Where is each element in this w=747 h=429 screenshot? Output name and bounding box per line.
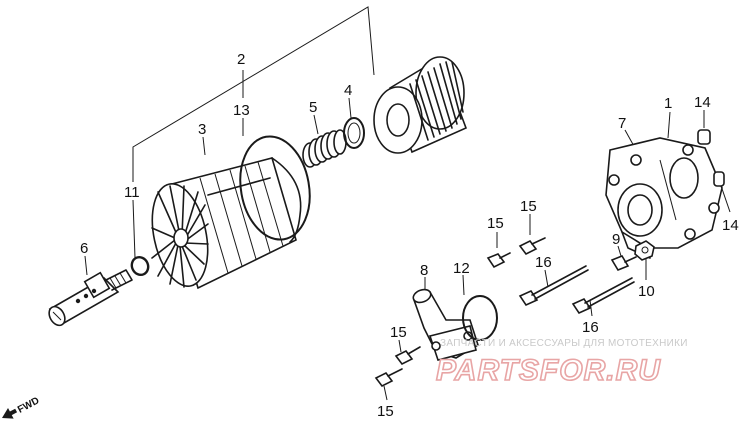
part-8-oil-pipe xyxy=(412,288,479,361)
bolt-15d xyxy=(374,368,403,388)
bolt-15a xyxy=(486,252,511,269)
callout-10: 10 xyxy=(638,283,655,300)
part-9-bolt xyxy=(610,255,637,271)
callout-4: 4 xyxy=(344,82,352,99)
part-1-oil-pump xyxy=(605,137,723,259)
leader-lines xyxy=(84,6,731,401)
fwd-indicator: FWD xyxy=(2,395,41,419)
callout-1: 1 xyxy=(664,95,672,112)
callout-14a: 14 xyxy=(694,94,711,111)
part-11-o-ring xyxy=(130,255,150,277)
callout-2: 2 xyxy=(237,51,245,68)
part-12-o-ring xyxy=(462,295,498,341)
callout-16a: 16 xyxy=(535,254,552,271)
part-13-o-ring xyxy=(239,135,311,241)
part-15-bolts xyxy=(374,237,546,388)
callout-9: 9 xyxy=(612,231,620,248)
callout-6: 6 xyxy=(80,240,88,257)
callout-5: 5 xyxy=(309,99,317,116)
long-bolt-16a xyxy=(518,265,589,307)
callout-15d: 15 xyxy=(377,403,394,420)
fwd-label: FWD xyxy=(16,395,41,415)
part-6-strainer-bolt xyxy=(48,269,133,327)
callout-13: 13 xyxy=(233,102,250,119)
filter-cover-ribs xyxy=(199,161,284,274)
part-16-long-bolts xyxy=(518,265,635,315)
callout-16b: 16 xyxy=(582,319,599,336)
callout-15b: 15 xyxy=(520,198,537,215)
part-10-nut xyxy=(634,240,655,261)
callout-8: 8 xyxy=(420,262,428,279)
callout-15a: 15 xyxy=(487,215,504,232)
bolt-15b xyxy=(518,237,546,256)
part-2-filter-element xyxy=(373,56,468,154)
bolt-15c xyxy=(394,346,421,366)
callout-labels: 1 2 3 4 5 6 7 8 9 10 11 12 13 14 14 15 1… xyxy=(80,51,739,420)
callout-11: 11 xyxy=(124,184,140,201)
watermark-brand: PARTSFOR.RU xyxy=(436,354,661,387)
callout-15c: 15 xyxy=(390,324,407,341)
watermark-subtitle: ЗАПЧАСТИ И АКСЕССУАРЫ ДЛЯ МОТОТЕХНИКИ xyxy=(440,338,688,349)
callout-12: 12 xyxy=(453,260,470,277)
part-14-dowel-pins xyxy=(697,129,725,187)
filter-pleats xyxy=(409,61,464,141)
watermark: ЗАПЧАСТИ И АКСЕССУАРЫ ДЛЯ МОТОТЕХНИКИ PA… xyxy=(435,338,688,388)
part-4-washer xyxy=(343,117,365,149)
fwd-arrow-icon xyxy=(2,408,18,419)
long-bolt-16b xyxy=(571,277,635,315)
filter-cover-fins xyxy=(151,185,209,288)
callout-14b: 14 xyxy=(722,217,739,234)
callout-3: 3 xyxy=(198,121,206,138)
part-5-spring xyxy=(302,129,347,168)
callout-7: 7 xyxy=(618,115,626,132)
part-3-filter-cover xyxy=(151,157,302,290)
